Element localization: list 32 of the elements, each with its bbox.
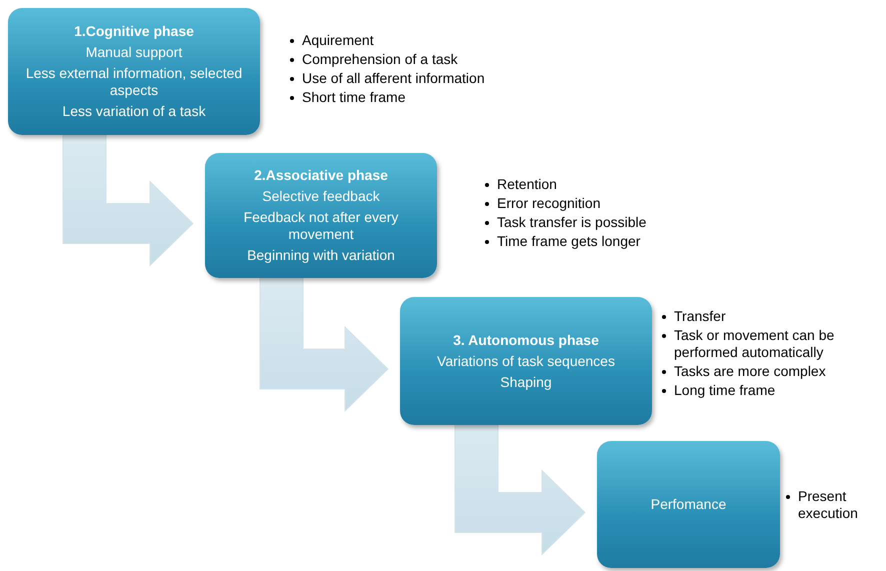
bullet-item: Retention bbox=[497, 176, 557, 193]
phase-text: Shaping bbox=[500, 374, 552, 390]
bullet-item: Use of all afferent information bbox=[302, 70, 485, 87]
bullet-item: Tasks are more complex bbox=[674, 363, 826, 380]
bullet-item: Aquirement bbox=[302, 32, 374, 49]
bullet-item: Error recognition bbox=[497, 195, 600, 212]
bent-arrow bbox=[260, 278, 389, 412]
phase-text: Variations of task sequences bbox=[437, 352, 615, 370]
phase-text: Less variation of a task bbox=[62, 103, 206, 120]
phase-text: Perfomance bbox=[650, 496, 726, 513]
phase-box bbox=[597, 441, 780, 568]
phase-box bbox=[400, 297, 652, 425]
phase-heading: 1.Cognitive phase bbox=[74, 23, 194, 40]
phase-text: Feedback not after every movement bbox=[242, 209, 400, 243]
phase-text: Less external information, selected aspects bbox=[24, 65, 244, 99]
phase-text: Beginning with variation bbox=[247, 247, 395, 264]
bent-arrow bbox=[454, 424, 586, 556]
bullet-item: Task or movement can be performed automatically bbox=[674, 327, 836, 361]
bullet-item: Time frame gets longer bbox=[497, 233, 640, 250]
phase-text: Selective feedback bbox=[262, 188, 380, 205]
bullet-item: Comprehension of a task bbox=[302, 51, 458, 68]
bullet-item: Task transfer is possible bbox=[497, 214, 646, 231]
bullet-item: Long time frame bbox=[674, 382, 776, 399]
bullet-item: Present execution bbox=[798, 488, 859, 522]
phase-heading: 2.Associative phase bbox=[254, 167, 388, 184]
phase-box bbox=[205, 153, 437, 278]
bent-arrow bbox=[62, 134, 194, 267]
bullet-item: Transfer bbox=[674, 308, 726, 325]
phase-text: Manual support bbox=[86, 44, 182, 61]
phase-heading: 3. Autonomous phase bbox=[453, 332, 599, 348]
bullet-item: Short time frame bbox=[302, 89, 406, 106]
phase-box bbox=[8, 8, 260, 135]
